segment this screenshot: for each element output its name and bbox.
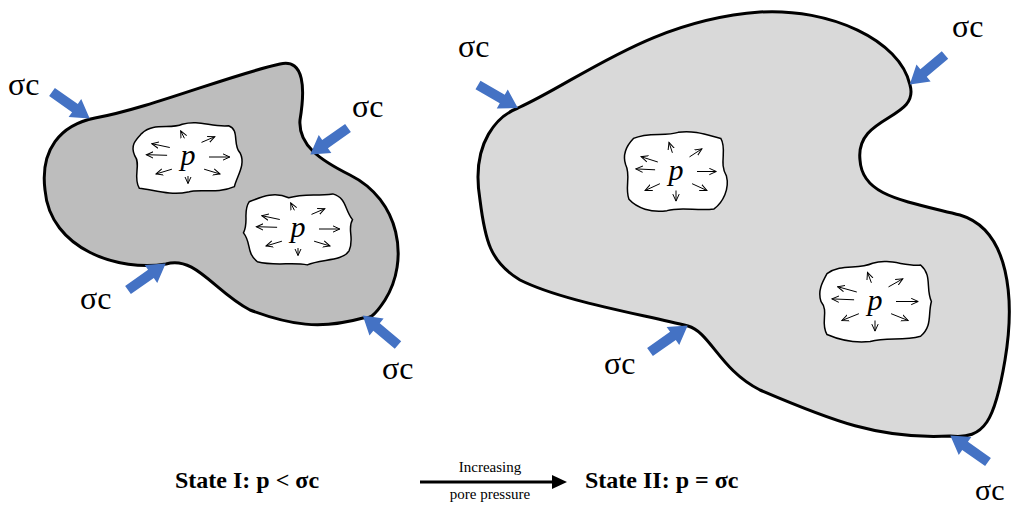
arrow-label: pore pressure — [450, 486, 530, 503]
pore-pressure-symbol: p — [181, 140, 196, 170]
pore-pressure-symbol: p — [868, 285, 883, 315]
pressure-arrow — [156, 169, 172, 174]
pore-outline-shape — [820, 262, 932, 342]
pressure-arrow — [690, 149, 702, 157]
pressure-arrow — [266, 241, 282, 246]
stress-symbol: σc — [952, 8, 983, 45]
pressure-arrow — [256, 226, 277, 228]
transition-arrow-shaft — [420, 481, 556, 484]
pore-wall — [624, 132, 727, 212]
pressure-arrow — [842, 314, 859, 321]
pore-wall — [243, 194, 352, 265]
pressure-arrow — [181, 131, 185, 138]
pressure-arrow — [291, 203, 295, 210]
pressure-arrow — [838, 287, 857, 292]
state-label: State I: p < σc — [175, 467, 319, 495]
pressure-arrow — [697, 171, 716, 172]
pressure-arrow — [146, 154, 167, 156]
pore-outline-shape — [243, 194, 352, 265]
pressure-arrow — [692, 184, 707, 191]
stress-symbol: σc — [382, 350, 413, 387]
pressure-arrow — [676, 191, 677, 202]
transition-arrow-head — [552, 475, 567, 489]
pressure-arrow — [209, 157, 230, 158]
stress-symbol: σc — [8, 66, 39, 103]
pore-pressure-symbol: p — [669, 155, 684, 185]
stress-arrow — [644, 317, 694, 361]
stress-symbol: σc — [458, 28, 489, 65]
rock-body-state-1 — [44, 63, 398, 324]
stress-arrow — [122, 255, 172, 299]
stress-arrow — [304, 119, 354, 163]
pore-space: p — [130, 118, 246, 196]
arrow-label: Increasing — [459, 459, 521, 476]
pressure-arrow — [636, 168, 655, 170]
stress-arrow — [473, 75, 524, 117]
pressure-arrow — [314, 241, 330, 246]
stress-arrow — [46, 83, 96, 127]
pressure-arrow — [669, 142, 672, 152]
pore-space: p — [620, 128, 732, 215]
stress-symbol: σc — [975, 473, 1005, 508]
pressure-arrow — [188, 176, 189, 184]
pore-wall — [133, 123, 242, 194]
pore-space: p — [815, 258, 935, 345]
pressure-arrow — [298, 248, 299, 256]
pressure-arrow — [875, 321, 876, 332]
pore-outline-shape — [133, 123, 242, 194]
stress-arrow — [944, 427, 994, 471]
pressure-arrow — [889, 279, 903, 287]
pressure-arrow — [641, 157, 658, 162]
pore-space: p — [240, 190, 356, 268]
pore-pressure-symbol: p — [291, 212, 306, 242]
stress-arrows — [46, 47, 995, 471]
pressure-arrow — [319, 229, 340, 230]
pressure-arrow — [204, 169, 220, 174]
pore-wall — [820, 262, 932, 342]
pressure-arrow — [891, 314, 908, 321]
state-label: State II: p = σc — [585, 467, 738, 495]
pore-outline-shape — [624, 132, 727, 212]
stress-arrow — [903, 47, 952, 93]
rock-body-state-2 — [478, 12, 1009, 437]
stress-symbol: σc — [80, 280, 111, 317]
stress-symbol: σc — [352, 88, 383, 125]
pressure-arrow — [832, 298, 854, 300]
pressure-arrow — [152, 144, 170, 148]
pressure-arrow — [312, 209, 325, 215]
pressure-arrow — [645, 184, 660, 191]
pressure-arrow — [868, 272, 872, 282]
stress-arrow — [356, 307, 405, 353]
pressure-arrow — [202, 137, 215, 143]
pressure-arrow — [262, 216, 280, 220]
pressure-arrow — [896, 301, 918, 302]
stress-symbol: σc — [604, 345, 635, 382]
